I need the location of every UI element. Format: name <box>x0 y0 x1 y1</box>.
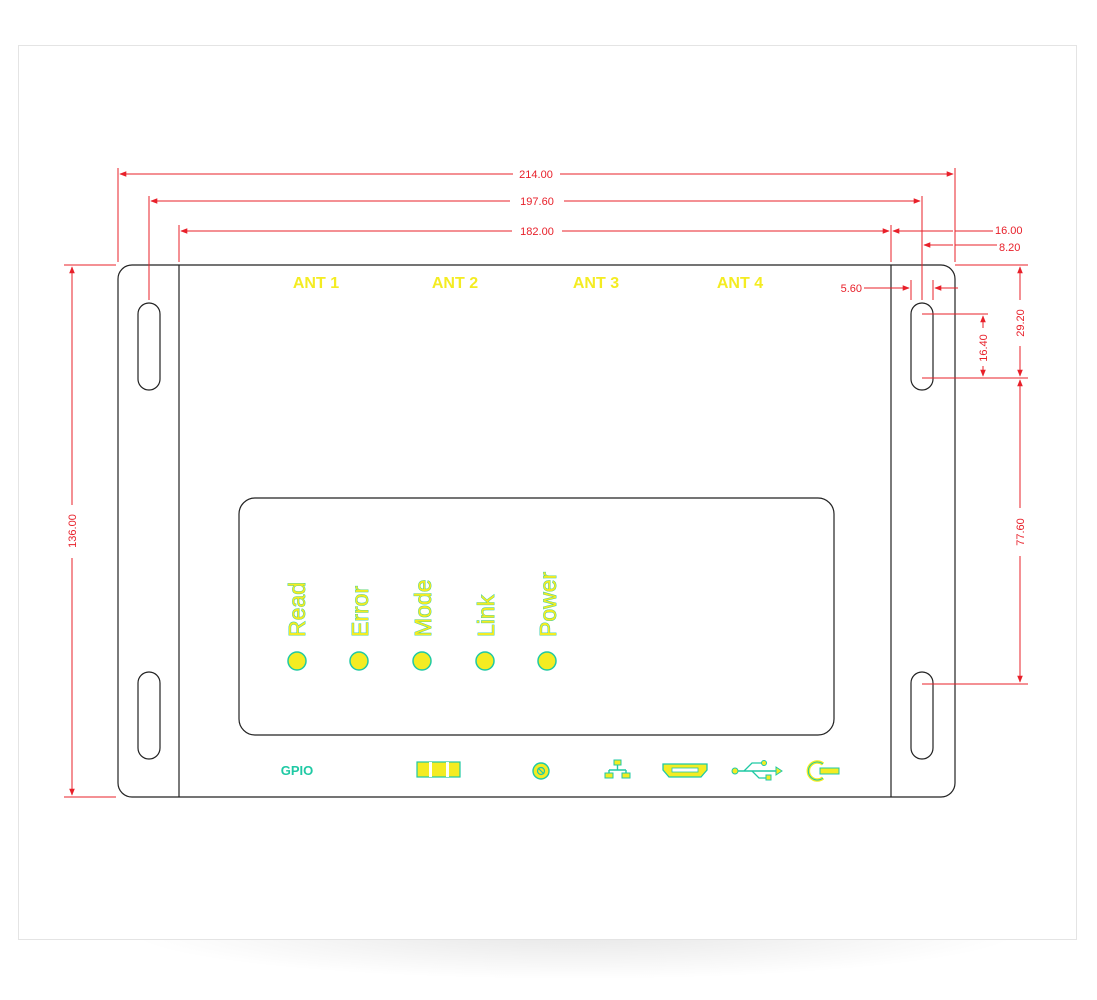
dim-right-offset-16: 16.00 <box>995 225 1023 237</box>
dim-slot-top-offset: 29.20 <box>1015 309 1027 337</box>
antenna-label-3: ANT 3 <box>573 275 619 292</box>
antenna-labels: ANT 1 ANT 2 ANT 3 ANT 4 <box>293 275 763 292</box>
ethernet-icon <box>604 759 631 779</box>
led-label-read: Read <box>284 582 310 637</box>
power-icon <box>806 760 840 782</box>
led-error-indicator <box>349 651 369 671</box>
mounting-slot-top-right <box>910 302 934 391</box>
led-link-indicator <box>475 651 495 671</box>
antenna-label-4: ANT 4 <box>717 275 763 292</box>
port-icons: GPIO <box>281 759 840 782</box>
antenna-label-2: ANT 2 <box>432 275 478 292</box>
mounting-slot-bottom-right <box>910 671 934 760</box>
gpio-port-icon <box>416 761 461 778</box>
led-indicators: Read Error Mode Link Power <box>284 571 561 671</box>
mounting-slot-top-left <box>137 302 161 391</box>
dim-slot-length: 16.40 <box>978 334 990 362</box>
usb-icon <box>731 760 783 781</box>
dim-slot-width: 5.60 <box>841 283 862 295</box>
hdmi-icon <box>662 763 708 778</box>
dim-slot-center-width: 197.60 <box>520 196 554 208</box>
led-window <box>238 497 835 736</box>
enclosure-outline <box>117 264 956 798</box>
dim-inner-width: 182.00 <box>520 226 554 238</box>
reset-icon <box>532 762 550 780</box>
led-mode-indicator <box>412 651 432 671</box>
led-read-indicator <box>287 651 307 671</box>
dimension-lines: 214.00 197.60 182.00 16.00 8.20 <box>64 168 1028 798</box>
drawing-frame <box>18 45 1077 940</box>
mounting-slot-bottom-left <box>137 671 161 760</box>
led-label-link: Link <box>473 594 499 637</box>
dim-overall-width: 214.00 <box>519 169 553 181</box>
gpio-label: GPIO <box>281 763 314 778</box>
led-label-error: Error <box>347 586 373 637</box>
led-power-indicator <box>537 651 557 671</box>
dim-right-offset-8: 8.20 <box>999 242 1020 254</box>
led-label-power: Power <box>535 571 561 637</box>
device-body <box>117 264 956 798</box>
dim-overall-height: 136.00 <box>67 514 79 548</box>
antenna-label-1: ANT 1 <box>293 275 339 292</box>
dim-slot-spacing: 77.60 <box>1015 518 1027 546</box>
led-label-mode: Mode <box>410 579 436 637</box>
